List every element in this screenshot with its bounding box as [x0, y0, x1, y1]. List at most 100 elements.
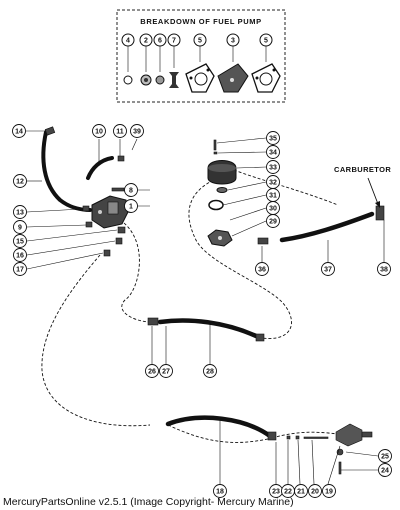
callout-32[interactable]: 32: [266, 175, 280, 189]
callout-label: 34: [269, 150, 277, 157]
callout-36[interactable]: 36: [255, 262, 269, 276]
callout-circle: [378, 449, 392, 463]
callout-circle: [13, 174, 27, 188]
callout-label: 29: [269, 219, 277, 226]
callout-circle: [130, 124, 144, 138]
callout-30[interactable]: 30: [266, 201, 280, 215]
callout-circle: [159, 364, 173, 378]
callout-14[interactable]: 14: [12, 124, 26, 138]
callout-25[interactable]: 25: [378, 449, 392, 463]
callout-13[interactable]: 13: [13, 205, 27, 219]
callout-circle: [145, 364, 159, 378]
callout-circle: [378, 463, 392, 477]
callout-28[interactable]: 28: [203, 364, 217, 378]
callout-39[interactable]: 39: [130, 124, 144, 138]
callout-circle: [13, 262, 27, 276]
filter-gasket: [208, 199, 224, 211]
carburetor-label: CARBURETOR: [334, 165, 391, 174]
svg-text:7: 7: [172, 38, 176, 45]
gasket-right-part: [251, 63, 281, 93]
callout-20[interactable]: 20: [308, 484, 322, 498]
callout-26[interactable]: 26: [145, 364, 159, 378]
callout-label: 25: [381, 454, 389, 461]
callout-31[interactable]: 31: [266, 188, 280, 202]
breakdown-callout-3[interactable]: 3: [226, 33, 240, 47]
callout-19[interactable]: 19: [322, 484, 336, 498]
callout-circle: [13, 248, 27, 262]
callout-38[interactable]: 38: [377, 262, 391, 276]
callout-label: 15: [16, 239, 24, 246]
callout-label: 39: [133, 129, 141, 136]
diaphragm-part: [217, 63, 249, 93]
callout-label: 31: [269, 193, 277, 200]
callout-12[interactable]: 12: [13, 174, 27, 188]
callout-circle: [203, 364, 217, 378]
hose-28: [157, 318, 259, 339]
gasket-left-part: [185, 63, 215, 93]
callout-24[interactable]: 24: [378, 463, 392, 477]
callout-label: 17: [16, 267, 24, 274]
filter-element: [216, 187, 228, 193]
svg-text:4: 4: [126, 38, 130, 45]
breakdown-callout-6[interactable]: 6: [153, 33, 167, 47]
washer-part: [123, 75, 133, 85]
breakdown-callout-5-right[interactable]: 5: [259, 33, 273, 47]
callout-18[interactable]: 18: [213, 484, 227, 498]
callout-label: 9: [18, 225, 22, 232]
callout-22[interactable]: 22: [281, 484, 295, 498]
callout-circle: [266, 145, 280, 159]
callout-circle: [321, 262, 335, 276]
callout-35[interactable]: 35: [266, 131, 280, 145]
carburetor-arrow: [367, 177, 379, 205]
callout-circle: [12, 124, 26, 138]
callout-label: 28: [206, 369, 214, 376]
breakdown-callout-7[interactable]: 7: [167, 33, 181, 47]
filter-cover-assembly: [207, 160, 237, 185]
callout-27[interactable]: 27: [159, 364, 173, 378]
svg-text:5: 5: [264, 38, 268, 45]
callout-circle: [92, 124, 106, 138]
callout-circle: [124, 199, 138, 213]
callout-circle: [124, 183, 138, 197]
callout-label: 22: [284, 489, 292, 496]
callout-8[interactable]: 8: [124, 183, 138, 197]
retainer-part: [155, 75, 165, 85]
callout-label: 8: [129, 188, 133, 195]
callout-label: 27: [162, 369, 170, 376]
svg-text:6: 6: [158, 38, 162, 45]
callout-label: 36: [258, 267, 266, 274]
callout-33[interactable]: 33: [266, 160, 280, 174]
breakdown-callout-4[interactable]: 4: [121, 33, 135, 47]
callout-label: 10: [95, 129, 103, 136]
callout-15[interactable]: 15: [13, 234, 27, 248]
callout-37[interactable]: 37: [321, 262, 335, 276]
breakdown-callout-2[interactable]: 2: [139, 33, 153, 47]
callout-21[interactable]: 21: [294, 484, 308, 498]
callout-label: 14: [15, 129, 23, 136]
hose-18: [165, 415, 273, 439]
callout-circle: [113, 124, 127, 138]
svg-text:2: 2: [144, 38, 148, 45]
callout-circle: [13, 220, 27, 234]
callout-34[interactable]: 34: [266, 145, 280, 159]
image-copyright-caption: MercuryPartsOnline v2.5.1 (Image Copyrig…: [3, 496, 294, 508]
breakdown-callout-5-left[interactable]: 5: [193, 33, 207, 47]
callout-9[interactable]: 9: [13, 220, 27, 234]
callout-10[interactable]: 10: [92, 124, 106, 138]
svg-text:5: 5: [198, 38, 202, 45]
callout-circle: [322, 484, 336, 498]
callout-label: 26: [148, 369, 156, 376]
callout-circle: [13, 205, 27, 219]
callout-1[interactable]: 1: [124, 199, 138, 213]
callout-circle: [266, 160, 280, 174]
callout-29[interactable]: 29: [266, 214, 280, 228]
svg-text:3: 3: [231, 38, 235, 45]
callout-circle: [266, 131, 280, 145]
callout-17[interactable]: 17: [13, 262, 27, 276]
callout-16[interactable]: 16: [13, 248, 27, 262]
callout-label: 30: [269, 206, 277, 213]
callout-label: 21: [297, 489, 305, 496]
callout-11[interactable]: 11: [113, 124, 127, 138]
